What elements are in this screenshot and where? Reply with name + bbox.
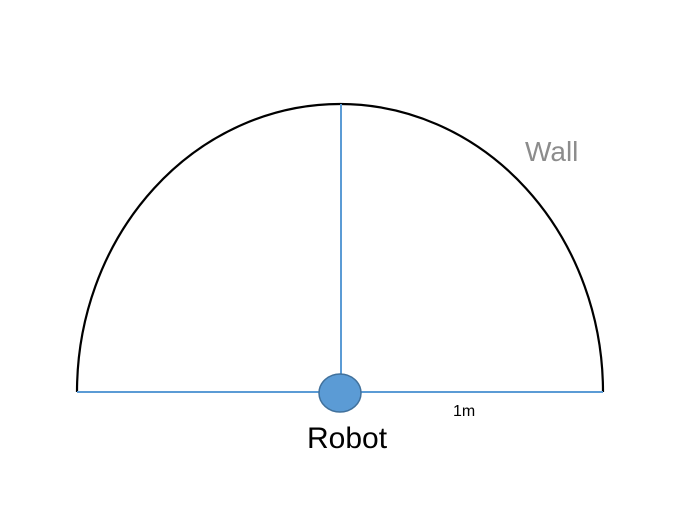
robot-marker [318,373,362,413]
robot-label: Robot [307,422,388,455]
wall-label: Wall [525,136,579,167]
distance-label: 1m [453,403,476,420]
